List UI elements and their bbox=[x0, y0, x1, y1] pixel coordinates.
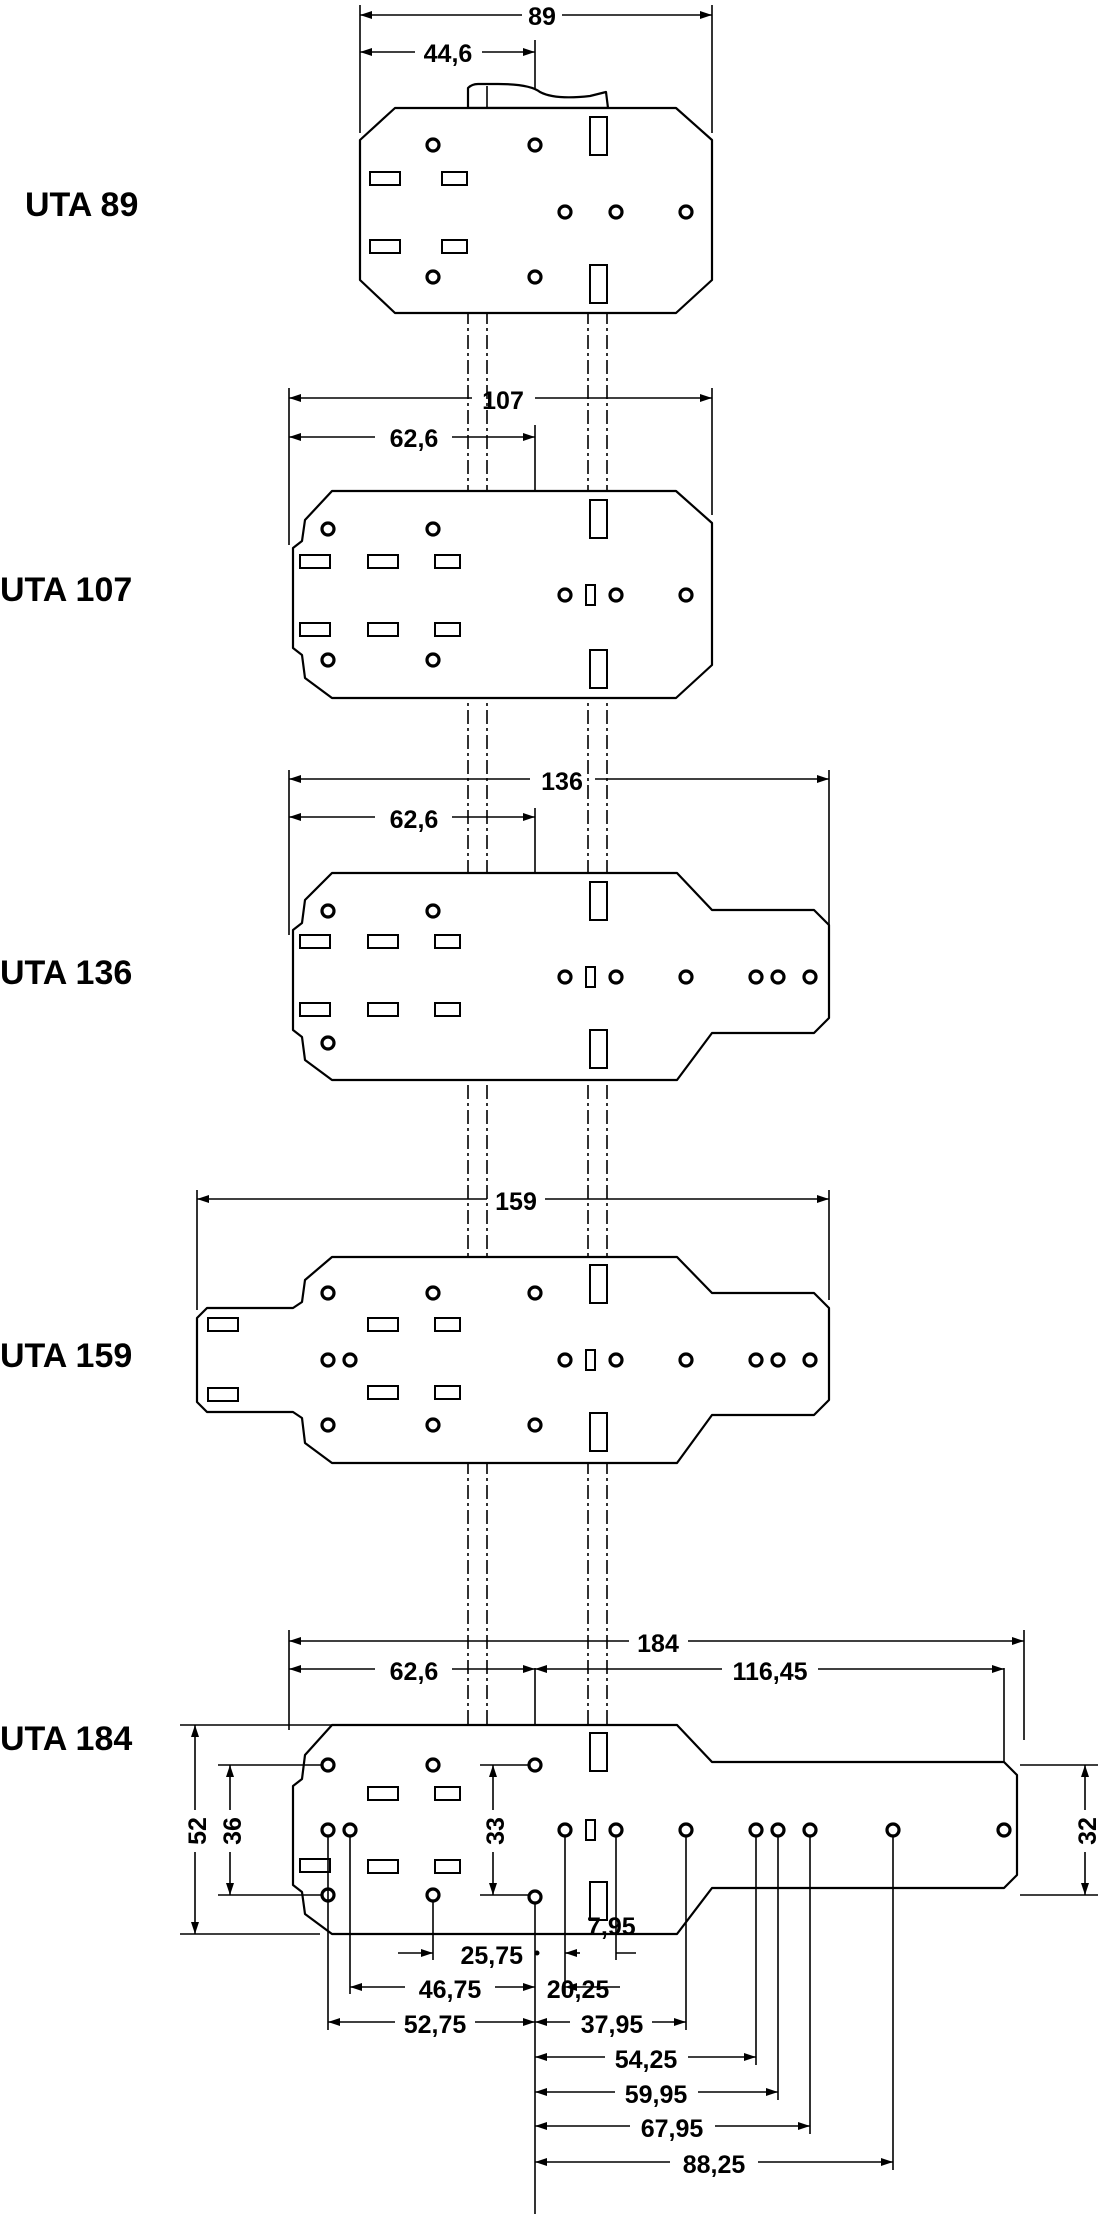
uta136-group: UTA 136 136 62,6 bbox=[0, 768, 831, 1082]
dim-uta107-overall: 107 bbox=[482, 387, 524, 415]
dim-uta159-overall: 159 bbox=[495, 1188, 537, 1216]
uta107-plate bbox=[291, 489, 714, 700]
uta107-group: UTA 107 107 62,6 bbox=[0, 387, 714, 700]
dim-uta107-center: 62,6 bbox=[390, 425, 439, 453]
uta159-plate bbox=[195, 1255, 831, 1465]
dim-uta184-height-inner: 36 bbox=[219, 1817, 247, 1845]
dim-uta184-7-95: 7,95 bbox=[587, 1913, 636, 1941]
model-label-uta159: UTA 159 bbox=[0, 1337, 132, 1375]
uta159-group: UTA 159 159 bbox=[0, 1188, 831, 1465]
model-label-uta184: UTA 184 bbox=[0, 1720, 132, 1758]
dim-uta136-overall: 136 bbox=[541, 768, 583, 796]
dim-uta184-20-25: 20,25 bbox=[547, 1976, 610, 2004]
model-label-uta136: UTA 136 bbox=[0, 954, 132, 992]
uta184-plate bbox=[291, 1723, 1019, 1936]
dim-uta184-height-outer: 52 bbox=[184, 1817, 212, 1845]
dim-uta89-center: 44,6 bbox=[424, 40, 473, 68]
dim-uta184-37-95: 37,95 bbox=[581, 2011, 644, 2039]
model-label-uta89: UTA 89 bbox=[25, 186, 138, 224]
dim-uta184-left: 62,6 bbox=[390, 1658, 439, 1686]
dim-uta184-88-25: 88,25 bbox=[683, 2151, 746, 2179]
dim-uta184-59-95: 59,95 bbox=[625, 2081, 688, 2109]
uta89-plate bbox=[358, 106, 714, 315]
uta89-group: UTA 89 89 44,6 bbox=[25, 3, 714, 315]
dim-uta184-46-75: 46,75 bbox=[419, 1976, 482, 2004]
uta184-group: UTA 184 184 62,6 116,45 bbox=[0, 1630, 1098, 2214]
dim-uta136-center: 62,6 bbox=[390, 806, 439, 834]
dim-uta184-52-75: 52,75 bbox=[404, 2011, 467, 2039]
dim-uta184-height-right: 32 bbox=[1074, 1817, 1098, 1845]
dim-uta184-67-95: 67,95 bbox=[641, 2115, 704, 2143]
model-label-uta107: UTA 107 bbox=[0, 571, 132, 609]
dim-uta184-25-75: 25,75 bbox=[460, 1942, 523, 1970]
dim-uta184-54-25: 54,25 bbox=[615, 2046, 678, 2074]
dim-uta184-height-center: 33 bbox=[482, 1817, 510, 1845]
dim-uta184-overall: 184 bbox=[637, 1630, 679, 1658]
dim-uta184-right: 116,45 bbox=[732, 1658, 807, 1686]
dim-uta89-overall: 89 bbox=[528, 3, 556, 31]
